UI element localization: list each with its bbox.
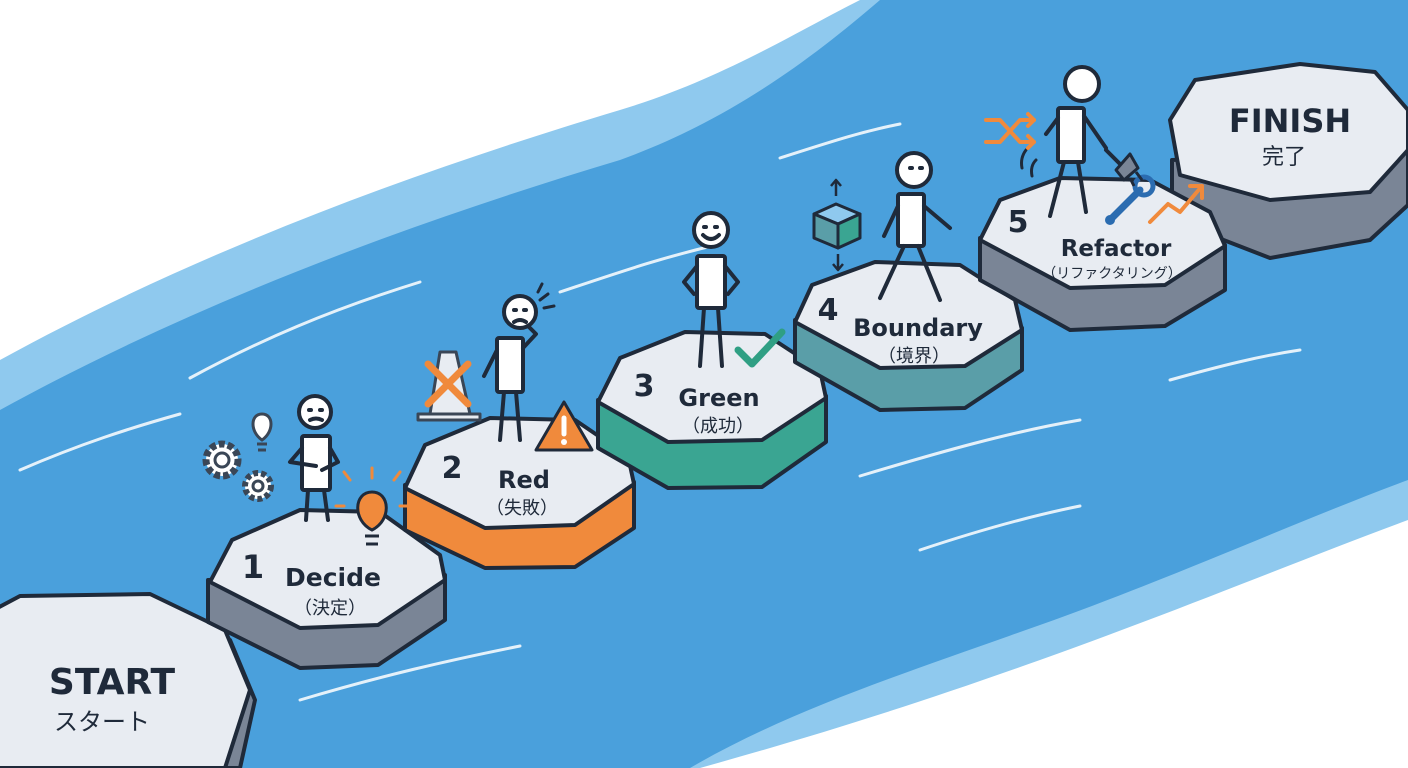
finish-subtitle: 完了 bbox=[1262, 145, 1306, 170]
step-2-number: 2 bbox=[442, 451, 463, 486]
figure-2-worried bbox=[482, 282, 556, 442]
step-1-title: Decide bbox=[285, 563, 381, 592]
step-5-title: Refactor bbox=[1061, 236, 1172, 262]
finish-title: FINISH bbox=[1229, 102, 1351, 140]
start-stone: START スタート bbox=[0, 592, 257, 768]
finish-stone: FINISH 完了 bbox=[1168, 62, 1408, 260]
start-title: START bbox=[49, 662, 176, 703]
wrench-icon bbox=[1105, 174, 1156, 225]
step-1-number: 1 bbox=[242, 548, 264, 586]
gear-icon bbox=[242, 470, 274, 502]
stone-3-green: 3 Green （成功） bbox=[596, 330, 828, 490]
step-1-subtitle: （決定） bbox=[294, 598, 366, 619]
start-subtitle: スタート bbox=[54, 708, 150, 736]
step-3-number: 3 bbox=[634, 369, 655, 404]
warning-icon bbox=[534, 400, 594, 452]
step-2-title: Red bbox=[498, 466, 550, 494]
water-ripples bbox=[18, 122, 1302, 702]
step-2-subtitle: （失敗） bbox=[486, 498, 558, 519]
lightbulb-icon bbox=[251, 412, 273, 452]
figure-5-sweeping bbox=[1020, 65, 1108, 218]
step-3-title: Green bbox=[678, 384, 759, 412]
stone-1-decide: 1 Decide （決定） bbox=[206, 508, 447, 670]
step-5-number: 5 bbox=[1008, 205, 1029, 240]
step-4-subtitle: （境界） bbox=[878, 346, 950, 367]
broom-icon bbox=[1104, 148, 1144, 187]
checkmark-icon bbox=[734, 328, 786, 368]
trend-up-icon bbox=[1148, 184, 1204, 224]
box-icon bbox=[812, 178, 862, 272]
step-4-title: Boundary bbox=[853, 314, 983, 342]
step-4-number: 4 bbox=[818, 293, 839, 328]
step-3-subtitle: （成功） bbox=[682, 416, 754, 437]
stone-4-boundary: 4 Boundary （境界） bbox=[793, 260, 1024, 412]
lightbulb-icon bbox=[334, 466, 410, 546]
gear-icon bbox=[202, 440, 242, 480]
shuffle-icon bbox=[984, 112, 1036, 150]
figure-3-happy bbox=[682, 211, 740, 368]
step-5-subtitle: （リファクタリング） bbox=[1042, 266, 1181, 282]
figure-4-walking bbox=[878, 151, 952, 302]
figure-1-thinking bbox=[288, 394, 340, 522]
x-mark-icon bbox=[424, 360, 472, 408]
